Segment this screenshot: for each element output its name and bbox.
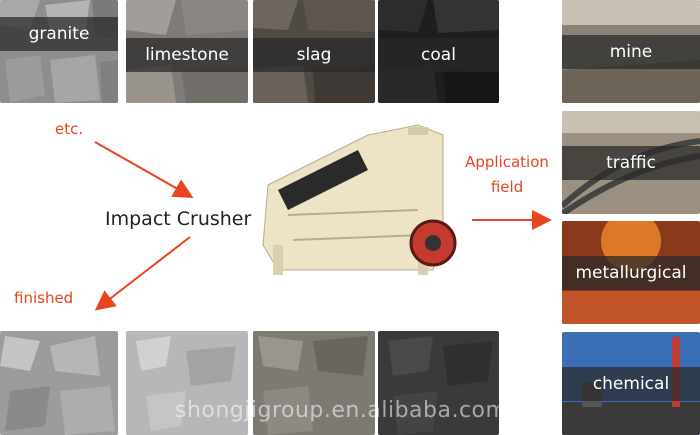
application-label: Application [465,153,549,171]
field-label: metallurgical [562,256,700,290]
etc-label: etc. [55,120,84,138]
field-label: chemical [562,367,700,401]
application-field-label: Application field [462,150,552,200]
product-image-2 [126,331,248,435]
field-metallurgical-tile: metallurgical [562,221,700,324]
material-label: slag [253,38,375,72]
field-label: mine [562,35,700,69]
field-traffic-tile: traffic [562,111,700,214]
product-tile-2 [126,331,248,435]
material-limestone-tile: limestone [126,0,248,103]
material-coal-tile: coal [378,0,499,103]
machine-title: Impact Crusher [105,208,252,230]
material-slag-tile: slag [253,0,375,103]
product-image-1 [0,331,118,435]
product-tile-4 [378,331,499,435]
arrow-finished [94,236,191,311]
field-label-text: field [490,178,524,196]
watermark: shongjigroup.en.alibaba.com [175,398,508,423]
arrow-etc [94,141,194,198]
product-tile-1 [0,331,118,435]
field-mine-tile: mine [562,0,700,103]
material-label: granite [0,17,118,51]
product-image-3 [253,331,375,435]
granite-image [0,0,118,103]
product-tile-3 [253,331,375,435]
material-granite-tile: granite [0,0,118,103]
material-label: limestone [126,38,248,72]
product-image-4 [378,331,499,435]
finished-label: finished [14,289,74,307]
field-chemical-tile: chemical [562,332,700,435]
material-label: coal [378,38,499,72]
impact-crusher-image [262,124,457,275]
field-label: traffic [562,146,700,180]
